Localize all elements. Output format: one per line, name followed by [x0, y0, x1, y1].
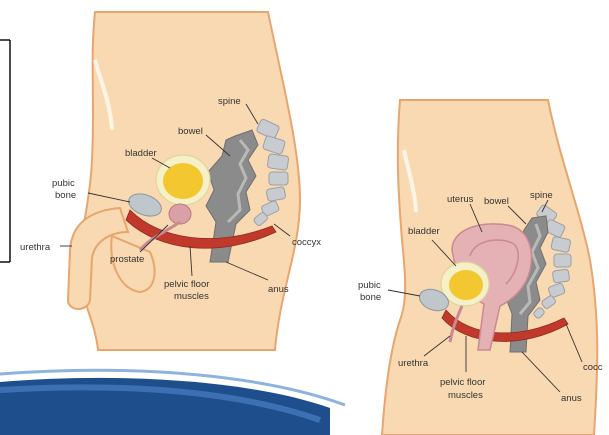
male-label-prostate: prostate [110, 254, 144, 265]
male-label-pubic-line1: pubic [52, 178, 75, 189]
male-label-anus: anus [268, 284, 289, 295]
male-label-spine: spine [218, 96, 241, 107]
male-label-pelvic-floor-line1: pelvic floor [164, 279, 209, 290]
male-label-bladder: bladder [125, 148, 157, 159]
male-label-pubic-line2: bone [55, 190, 76, 201]
female-label-pubic-line1: pubic [358, 280, 381, 291]
male-label-bowel: bowel [178, 126, 203, 137]
male-label-urethra: urethra [20, 242, 51, 253]
female-bladder-inner [449, 270, 483, 300]
bottom-banner [0, 370, 345, 435]
male-label-pelvic-floor-line2: muscles [174, 291, 209, 302]
female-label-urethra: urethra [398, 358, 429, 369]
female-figure: uterus bowel spine bladder pubic bone ur… [358, 100, 603, 435]
female-label-pelvic-floor-line2: muscles [448, 390, 483, 401]
female-label-spine: spine [530, 190, 553, 201]
female-label-bowel: bowel [484, 196, 509, 207]
female-label-pelvic-floor-line1: pelvic floor [440, 377, 485, 388]
female-label-uterus: uterus [447, 194, 474, 205]
female-label-pubic-line2: bone [360, 292, 381, 303]
male-label-coccyx: coccyx [292, 237, 321, 248]
male-figure: spine bowel bladder pubic bone urethra p… [20, 12, 321, 350]
female-label-anus: anus [561, 393, 582, 404]
male-prostate [169, 204, 191, 224]
male-bladder-inner [163, 163, 203, 199]
female-label-coccyx: cocc [583, 362, 603, 373]
female-label-bladder: bladder [408, 226, 440, 237]
